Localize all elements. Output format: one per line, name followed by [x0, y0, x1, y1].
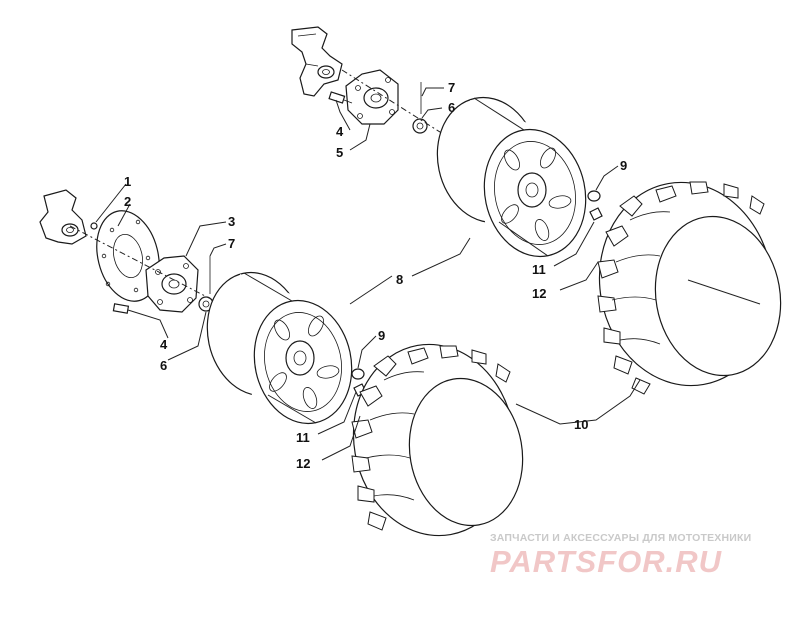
callout-9-upper: 9 [620, 158, 627, 173]
callout-12-upper: 12 [532, 286, 546, 301]
disc-bolt [90, 222, 98, 230]
hub-bolt-lower [112, 303, 130, 314]
callout-4-lower: 4 [160, 337, 168, 352]
callout-9-lower: 9 [378, 328, 385, 343]
callout-3: 3 [228, 214, 235, 229]
lug-nut-upper [587, 190, 603, 221]
watermark-tagline: ЗАПЧАСТИ И АКСЕССУАРЫ ДЛЯ МОТОТЕХНИКИ [490, 532, 751, 544]
callout-4-upper: 4 [336, 124, 344, 139]
callout-2: 2 [124, 194, 131, 209]
leader-lines [95, 87, 641, 461]
wheel-rim-upper [436, 96, 587, 258]
tire-lower [351, 343, 524, 537]
callout-6-lower: 6 [160, 358, 167, 373]
wheel-hub-lower [145, 255, 199, 313]
steering-knuckle-lower [39, 189, 87, 245]
callout-10: 10 [574, 417, 588, 432]
wheel-hub-upper [345, 69, 399, 125]
callout-1: 1 [124, 174, 131, 189]
callout-12-lower: 12 [296, 456, 310, 471]
tire-upper [597, 181, 782, 395]
steering-knuckle-upper [291, 26, 343, 97]
callout-11-lower: 11 [296, 430, 310, 445]
callout-7-lower: 7 [228, 236, 235, 251]
callout-6-upper: 6 [448, 100, 455, 115]
watermark-brand: PARTSFOR.RU [490, 544, 723, 579]
callout-7-upper: 7 [448, 80, 455, 95]
callout-5: 5 [336, 145, 343, 160]
callout-11-upper: 11 [532, 262, 546, 277]
hub-nut-upper [412, 118, 428, 134]
wheel-rim-lower [206, 271, 353, 425]
callout-8: 8 [396, 272, 403, 287]
